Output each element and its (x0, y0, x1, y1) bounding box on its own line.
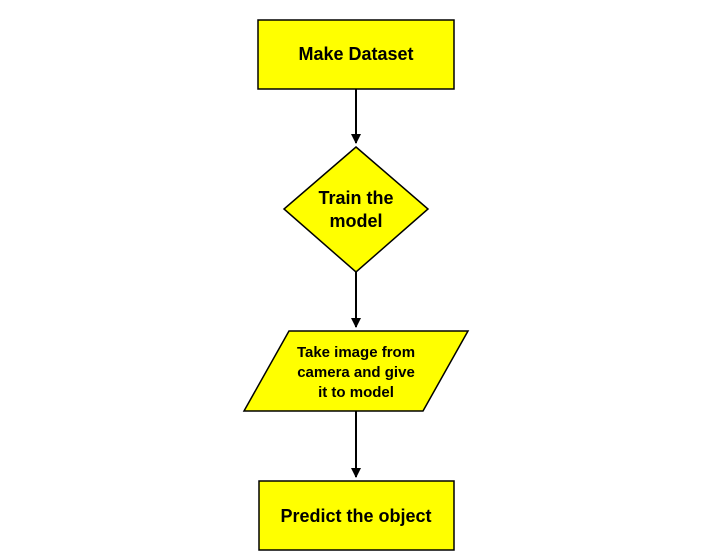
node-label-line-1: Take image from (297, 344, 415, 361)
node-make-dataset: Make Dataset (257, 19, 455, 90)
diamond-shape (282, 146, 430, 273)
rectangle-shape (257, 19, 455, 90)
parallelogram-shape (242, 330, 470, 412)
node-label: Predict the object (280, 506, 431, 526)
node-label-line-2: model (329, 211, 382, 231)
node-label-line-1: Train the (318, 188, 393, 208)
node-train-model: Train the model (282, 146, 430, 273)
rectangle-shape (258, 480, 455, 551)
node-take-image: Take image from camera and give it to mo… (242, 330, 470, 412)
node-predict-object: Predict the object (258, 480, 455, 551)
node-label: Make Dataset (298, 44, 413, 64)
node-label-line-3: it to model (318, 384, 394, 401)
node-label-line-2: camera and give (297, 364, 415, 381)
